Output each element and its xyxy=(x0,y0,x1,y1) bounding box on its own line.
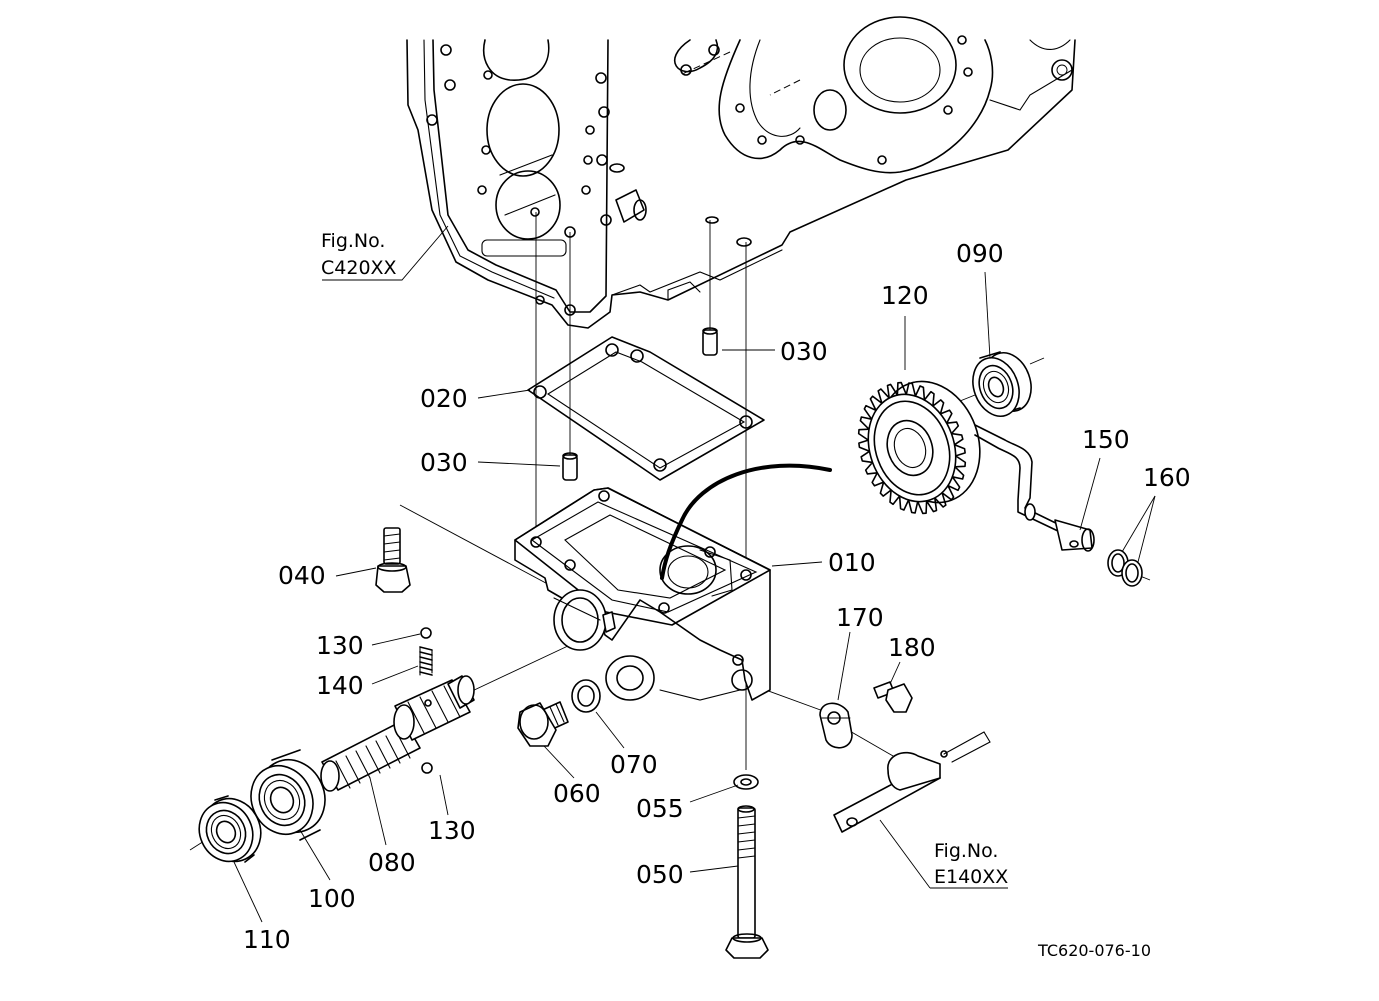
bearing-090 xyxy=(972,351,1032,417)
figure-ref-c420-line2: C420XX xyxy=(321,257,397,279)
part-label-120: 120 xyxy=(881,281,929,310)
bolt-040 xyxy=(375,527,411,593)
pipe-150 xyxy=(974,424,1095,552)
part-label-160: 160 xyxy=(1143,463,1191,492)
part-label-110: 110 xyxy=(243,925,291,954)
ball-130-lower xyxy=(421,762,433,774)
ball-130-upper xyxy=(420,627,432,639)
part-label-140: 140 xyxy=(316,671,364,700)
case-bolt-holes xyxy=(426,44,752,316)
part-label-060: 060 xyxy=(553,779,601,808)
gear-case-housing xyxy=(406,16,1076,329)
leader-lines xyxy=(233,225,1156,923)
figure-ref-e140: Fig.No. E140XX xyxy=(934,840,1008,888)
oil-seal-110 xyxy=(198,795,262,863)
gear-120 xyxy=(857,380,981,515)
part-label-040: 040 xyxy=(278,561,326,590)
part-label-130-lower: 130 xyxy=(428,816,476,845)
dowel-pin-030-upper xyxy=(702,327,718,356)
bolt-180 xyxy=(873,681,913,713)
case-body-010 xyxy=(514,487,771,701)
o-rings-160 xyxy=(1107,549,1143,587)
part-label-130-upper: 130 xyxy=(316,631,364,660)
bracket-170 xyxy=(819,702,853,749)
part-label-010: 010 xyxy=(828,548,876,577)
part-label-070: 070 xyxy=(610,750,658,779)
part-label-030-upper: 030 xyxy=(780,337,828,366)
part-label-050: 050 xyxy=(636,860,684,889)
part-label-080: 080 xyxy=(368,848,416,877)
linkage-assembly xyxy=(833,731,991,833)
washer-055 xyxy=(733,774,759,790)
gasket-020 xyxy=(527,336,765,481)
spring-140 xyxy=(419,646,433,676)
figure-ref-e140-line1: Fig.No. xyxy=(934,840,998,862)
drawing-code: TC620-076-10 xyxy=(1037,941,1151,960)
part-label-020: 020 xyxy=(420,384,468,413)
part-label-090: 090 xyxy=(956,239,1004,268)
part-label-180: 180 xyxy=(888,633,936,662)
part-label-055: 055 xyxy=(636,794,684,823)
figure-ref-c420: Fig.No. C420XX xyxy=(321,230,397,279)
bolt-050 xyxy=(725,805,769,959)
plug-060 xyxy=(517,701,569,747)
part-label-170: 170 xyxy=(836,603,884,632)
bearing-100 xyxy=(250,749,326,841)
oil-flow-line xyxy=(660,463,832,580)
figure-ref-c420-line1: Fig.No. xyxy=(321,230,385,252)
shaft-080 xyxy=(320,675,475,792)
dowel-pin-030-lower xyxy=(562,452,578,481)
part-label-030-lower: 030 xyxy=(420,448,468,477)
washer-070 xyxy=(571,679,601,713)
part-label-100: 100 xyxy=(308,884,356,913)
figure-ref-e140-line2: E140XX xyxy=(934,866,1008,888)
part-label-150: 150 xyxy=(1082,425,1130,454)
